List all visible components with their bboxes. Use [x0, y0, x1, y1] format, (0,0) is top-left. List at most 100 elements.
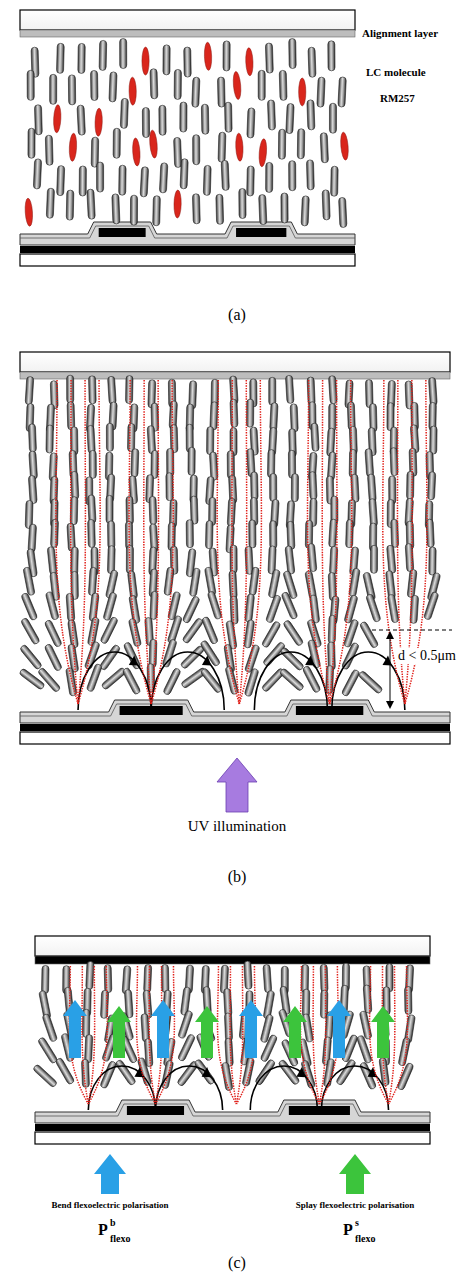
common-electrode	[20, 724, 450, 731]
rm257-molecule	[69, 133, 78, 161]
rm257-molecule	[132, 138, 141, 166]
lc-molecule	[387, 545, 396, 574]
bend-polarisation-arrow	[327, 1000, 351, 1058]
lc-molecule	[97, 162, 104, 192]
lc-molecule	[88, 495, 96, 523]
lc-molecule	[279, 70, 287, 100]
lc-molecule	[103, 592, 117, 621]
lc-molecule	[286, 103, 294, 133]
rm257-molecule	[129, 77, 137, 105]
lc-molecule	[149, 496, 157, 524]
lc-molecule	[162, 639, 177, 668]
glass-substrate	[20, 732, 450, 744]
lc-molecule	[230, 545, 237, 573]
legend-text: Splay flexoelectric polarisation	[296, 1200, 414, 1210]
lc-molecule	[163, 667, 182, 695]
lc-molecule	[270, 474, 277, 502]
lc-molecule	[71, 547, 79, 575]
lc-molecule	[207, 427, 214, 455]
polymer-network	[330, 380, 352, 704]
polymer-network	[389, 966, 408, 1104]
polymer-network	[149, 966, 155, 1104]
lc-molecule	[150, 69, 158, 99]
dimension-line	[390, 636, 391, 704]
lc-molecule	[269, 377, 276, 405]
lc-molecule	[167, 615, 182, 644]
lc-molecule	[263, 964, 272, 992]
lc-molecule	[51, 519, 59, 547]
rm257-molecule	[174, 190, 182, 218]
lc-molecule	[29, 451, 38, 479]
lc-molecule	[127, 571, 137, 600]
legend-swatch	[339, 1154, 371, 1194]
polymer-network	[137, 966, 156, 1104]
lc-molecule	[204, 567, 216, 596]
illumination-label: UV illumination	[188, 818, 286, 835]
lc-molecule	[270, 403, 278, 431]
lc-molecule	[427, 472, 435, 500]
lc-molecule	[184, 47, 192, 77]
lc-molecule	[99, 40, 107, 70]
field-arrowhead	[201, 1067, 215, 1081]
lc-molecule	[88, 567, 97, 595]
lc-molecule	[42, 1013, 58, 1042]
alignment-layer	[35, 956, 430, 964]
bend-polarisation-arrow	[151, 1000, 175, 1058]
lc-molecule	[122, 667, 141, 695]
lc-molecule	[308, 47, 316, 77]
layer-line	[20, 704, 450, 716]
lc-molecule	[120, 98, 128, 128]
lc-molecule	[227, 451, 234, 479]
lc-molecule	[285, 546, 295, 575]
lc-molecule	[218, 132, 226, 162]
rm257-molecule	[258, 139, 267, 167]
symbol-superscript: b	[110, 1217, 116, 1228]
lc-molecule	[112, 194, 120, 224]
pixel-electrode	[289, 1106, 350, 1115]
lc-molecule	[166, 473, 173, 501]
lc-molecule	[260, 1034, 278, 1062]
lc-molecule	[78, 43, 85, 73]
uv-arrow	[217, 758, 257, 812]
panel-caption: (a)	[228, 306, 246, 324]
field-arrowhead	[201, 655, 215, 669]
lc-molecule	[161, 964, 168, 992]
lc-molecule	[45, 591, 59, 620]
splay-polarisation-arrow	[371, 1006, 395, 1058]
lc-molecule	[108, 376, 117, 404]
glass-plate	[35, 936, 430, 956]
lc-molecule	[267, 100, 275, 130]
lc-molecule	[174, 137, 182, 167]
common-electrode	[35, 1124, 430, 1131]
splay-polarisation-arrow	[195, 1006, 219, 1058]
polymer-network	[88, 966, 107, 1104]
lc-molecule	[109, 72, 117, 102]
lc-molecule	[194, 1059, 216, 1086]
lc-molecule	[349, 449, 357, 477]
field-line	[254, 652, 327, 710]
polymer-network	[151, 380, 173, 704]
layer-line	[20, 226, 355, 238]
lc-molecule	[28, 524, 37, 552]
field-line	[250, 1066, 317, 1110]
lc-molecule	[247, 399, 254, 427]
lc-molecule	[104, 965, 112, 993]
lc-molecule	[306, 160, 314, 190]
lc-molecule	[280, 647, 305, 672]
part-label: RM257	[380, 92, 415, 104]
polymer-network	[78, 380, 85, 704]
legend-swatch	[94, 1154, 126, 1194]
lc-molecule	[278, 1059, 300, 1086]
polymer-network	[230, 966, 236, 1104]
polymer-network	[307, 380, 329, 704]
lc-molecule	[289, 161, 296, 191]
lc-molecule	[290, 404, 298, 432]
polymer-network	[82, 966, 88, 1104]
lc-molecule	[144, 964, 152, 992]
lc-molecule	[27, 70, 34, 100]
lc-molecule	[338, 77, 346, 107]
lc-molecule	[23, 567, 35, 596]
lc-molecule	[56, 43, 64, 73]
bend-polarisation-arrow	[239, 1000, 263, 1058]
